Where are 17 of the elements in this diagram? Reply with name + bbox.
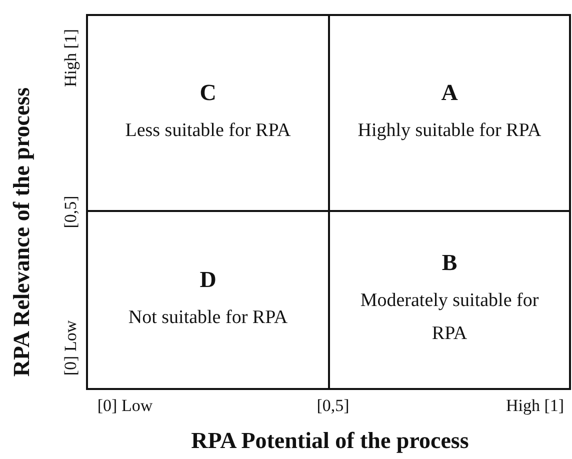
quadrant-letter: A (441, 80, 458, 106)
quadrant-letter: C (200, 80, 216, 106)
axis-tick-label: [0,5] (316, 396, 350, 416)
quadrant-letter: D (200, 266, 216, 292)
quadrant-description: Less suitable for RPA (125, 118, 291, 142)
axis-title: RPA Relevance of the process (9, 87, 35, 377)
axis-tick-label: High [1] (61, 28, 81, 88)
quadrant-description: Highly suitable for RPA (358, 118, 542, 142)
axis-tick-label: [0] Low (97, 396, 153, 416)
quadrant-description: Not suitable for RPA (128, 306, 288, 330)
quadrant-description: Moderately suitable for RPA (359, 289, 540, 346)
axis-title: RPA Potential of the process (191, 428, 469, 454)
axis-tick-label: [0,5] (61, 196, 81, 228)
axis-tick-label: High [1] (506, 396, 564, 416)
matrix-quadrant (88, 16, 330, 212)
axis-tick-label: [0] Low (61, 320, 81, 376)
quadrant-letter: B (442, 250, 458, 276)
